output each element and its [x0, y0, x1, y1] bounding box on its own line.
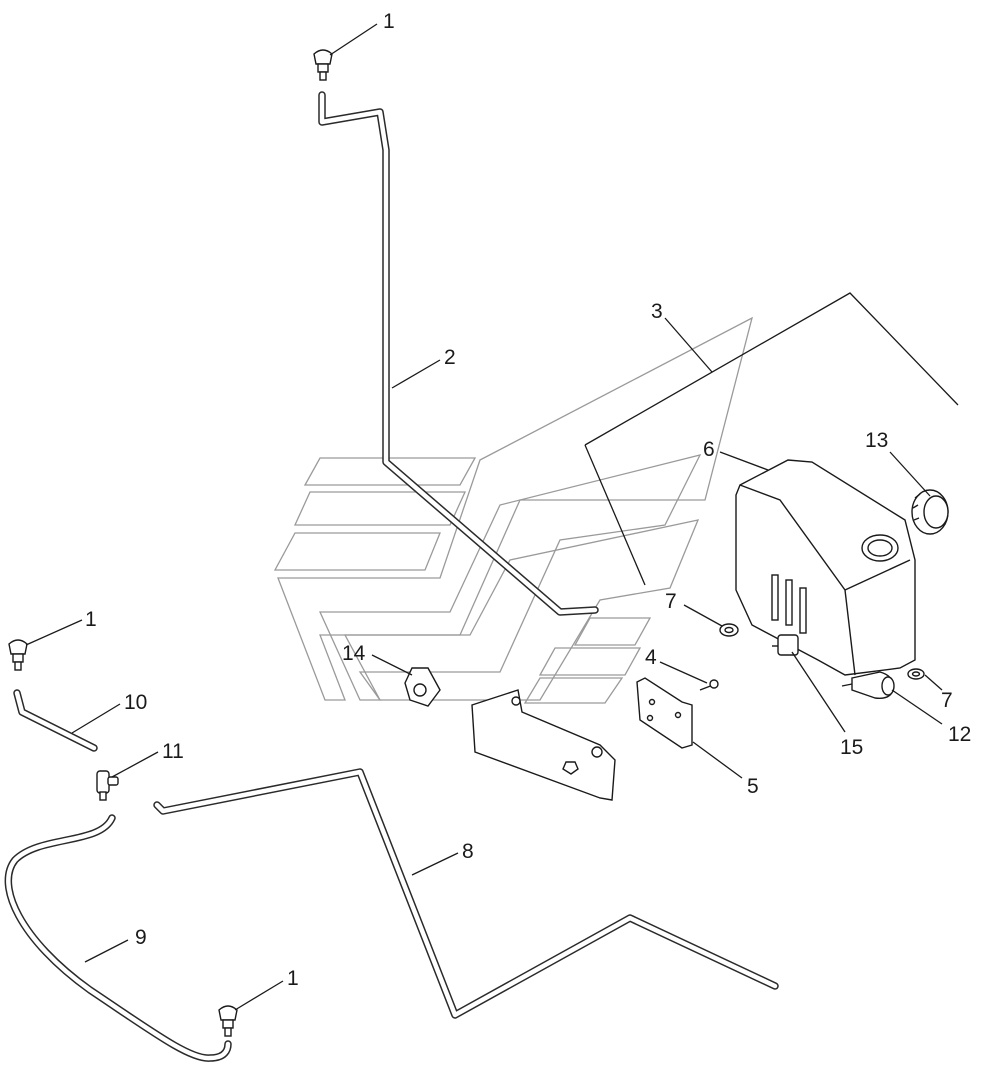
callout-15: 15: [840, 736, 863, 759]
callout-7-right: 7: [941, 689, 953, 712]
grommet-7-left: [719, 623, 739, 637]
callout-5: 5: [747, 775, 759, 798]
screw-4: [699, 679, 719, 691]
callout-8: 8: [462, 840, 474, 863]
callout-2: 2: [444, 346, 456, 369]
hose-8: [153, 768, 779, 1019]
mounting-bracket: [471, 689, 616, 801]
callout-13: 13: [865, 429, 888, 452]
bracket-5: [636, 677, 693, 749]
hose-10: [13, 689, 98, 752]
callout-9: 9: [135, 926, 147, 949]
callout-7-left: 7: [665, 590, 677, 613]
washer-reservoir-tank: [735, 459, 916, 676]
callout-14: 14: [342, 642, 366, 665]
callout-6: 6: [703, 438, 715, 461]
callout-labels: 1 2 3 6 13 7 4 14 1 10 11 5 15 12 7 8 9 …: [85, 10, 971, 990]
grommet-7-right: [907, 668, 925, 680]
callout-1-bottom: 1: [287, 967, 299, 990]
callout-12: 12: [948, 723, 971, 746]
callout-1-top: 1: [383, 10, 395, 33]
tee-connector-11: [96, 770, 119, 801]
hose-9: [4, 814, 232, 1062]
hose-clip-14: [404, 667, 441, 707]
hose-2: [318, 91, 599, 616]
callout-3: 3: [651, 300, 663, 323]
washer-pump-12: [841, 671, 895, 700]
callout-11: 11: [162, 740, 184, 763]
panel-outline-lines: [584, 292, 959, 586]
callout-10: 10: [124, 691, 147, 714]
nozzle-top: [313, 49, 333, 81]
cab-panel-decal: [273, 316, 753, 704]
nozzle-left: [8, 639, 28, 671]
washer-pump-15: [772, 634, 799, 656]
nozzle-bottom: [218, 1005, 238, 1037]
tank-cap-13: [911, 489, 949, 535]
callout-1-left: 1: [85, 608, 97, 631]
leader-lines: [25, 23, 943, 1011]
callout-4: 4: [645, 646, 657, 669]
